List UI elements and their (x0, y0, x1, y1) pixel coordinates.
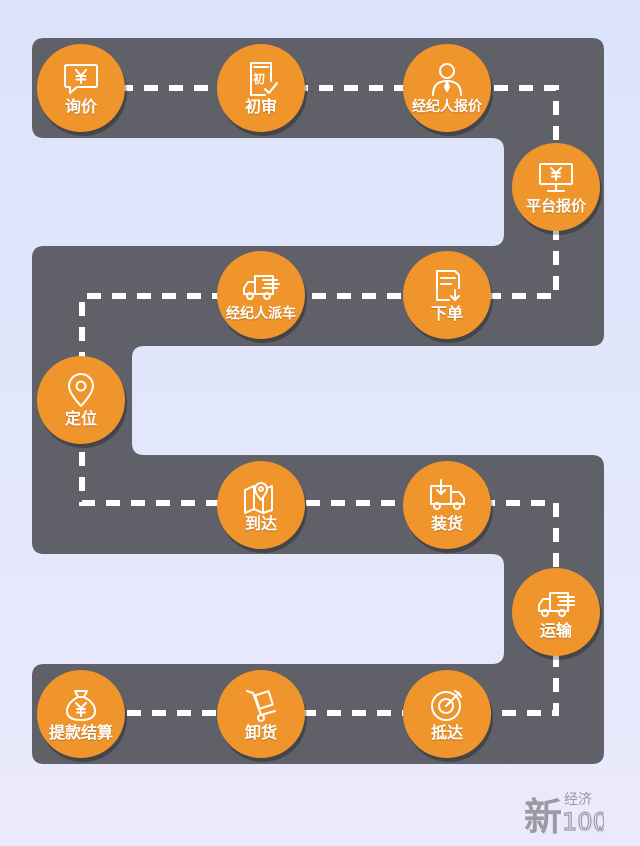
fast-truck-icon (538, 591, 575, 617)
step-reach[interactable]: 抵达 (403, 670, 491, 758)
brand-logo: 新 经济 100 人 (524, 792, 604, 836)
target-icon (431, 689, 462, 721)
road-dashed-line (44, 85, 559, 716)
map-pin-icon (244, 481, 273, 514)
step-label: 下单 (430, 303, 463, 323)
step-label: 卸货 (244, 722, 277, 742)
step-agent-dispatch[interactable]: 经纪人派车 (217, 251, 305, 339)
step-agent-quote[interactable]: 经纪人报价 (403, 44, 491, 132)
step-label: 平台报价 (525, 196, 586, 215)
step-label: 初审 (244, 96, 277, 116)
step-transport[interactable]: 运输 (512, 568, 600, 656)
step-platform-quote[interactable]: 平台报价 (512, 143, 600, 231)
step-withdraw-settle[interactable]: 提款结算 (37, 670, 125, 758)
yuan-monitor-icon (539, 162, 573, 192)
step-inquiry[interactable]: 询价 (37, 44, 125, 132)
step-loading[interactable]: 装货 (403, 461, 491, 549)
logo-main-char: 新 (524, 794, 562, 836)
logo-number: 100 (562, 808, 604, 836)
document-check-icon: 初 (250, 61, 278, 96)
order-document-icon (436, 269, 460, 301)
step-label: 定位 (64, 408, 97, 428)
step-initial-review[interactable]: 初 初审 (217, 44, 305, 132)
step-locate[interactable]: 定位 (37, 356, 125, 444)
truck-icon (243, 274, 280, 300)
hand-truck-icon (246, 689, 276, 722)
agent-icon (432, 62, 462, 96)
loading-truck-icon (430, 478, 465, 510)
logo-suffix: 人 (596, 825, 604, 834)
step-place-order[interactable]: 下单 (403, 251, 491, 339)
step-arrive[interactable]: 到达 (217, 461, 305, 549)
svg-text:初: 初 (253, 71, 265, 86)
logo-top-text: 经济 (564, 792, 592, 808)
step-unloading[interactable]: 卸货 (217, 670, 305, 758)
step-label: 到达 (244, 513, 277, 533)
location-pin-icon (68, 372, 94, 407)
step-label: 提款结算 (48, 722, 113, 742)
step-label: 运输 (539, 620, 572, 640)
step-label: 经纪人报价 (412, 98, 482, 115)
step-label: 装货 (430, 513, 463, 533)
money-bag-icon (66, 689, 96, 721)
step-label: 抵达 (430, 722, 463, 742)
step-label: 经纪人派车 (226, 305, 296, 322)
step-label: 询价 (64, 96, 97, 116)
yuan-chat-icon (64, 63, 98, 94)
